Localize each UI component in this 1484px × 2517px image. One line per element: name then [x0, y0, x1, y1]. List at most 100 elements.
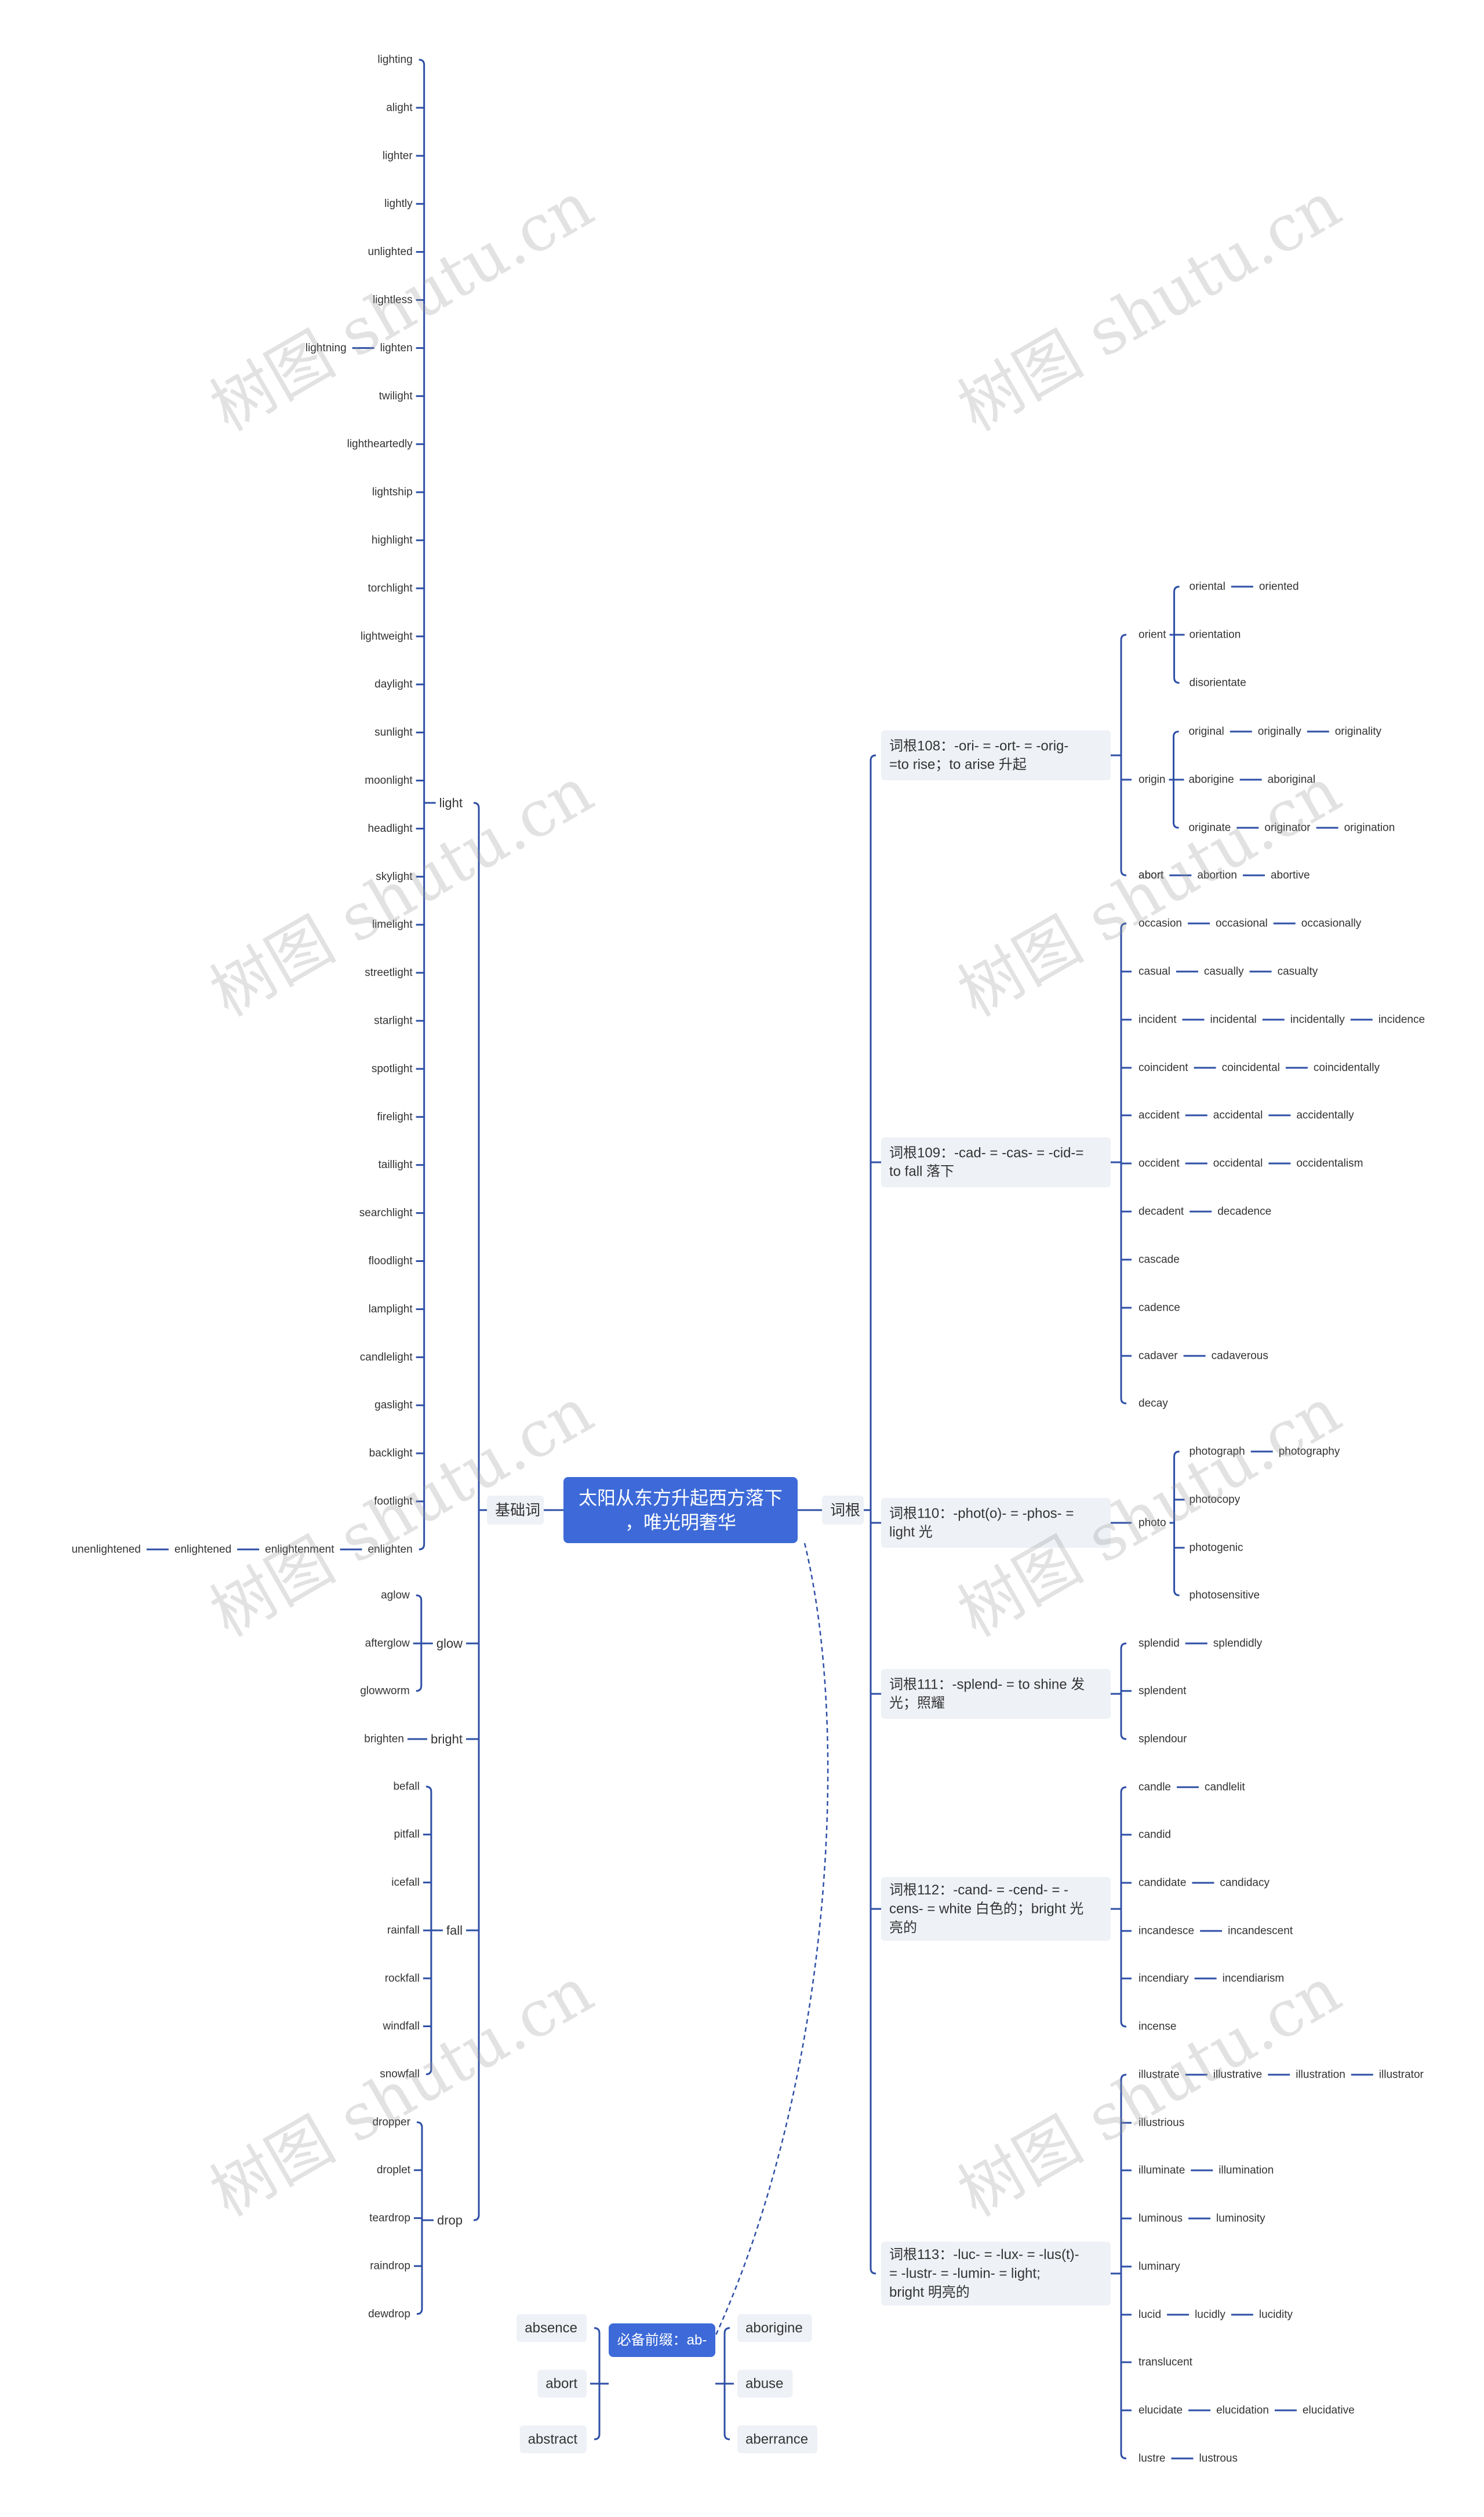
- word-node: occident: [1139, 1158, 1180, 1170]
- root-node-111: [881, 1669, 1111, 1719]
- word-node: abort: [1139, 870, 1164, 882]
- word-node: lucid: [1139, 2309, 1161, 2321]
- word-node: dropper: [372, 2116, 410, 2129]
- word-node: unlighted: [368, 246, 413, 258]
- word-node: candid: [1139, 1829, 1171, 1841]
- prefix-word-node: [737, 2425, 818, 2453]
- word-node: origin: [1139, 774, 1165, 786]
- word-node: sunlight: [374, 726, 413, 739]
- word-node: translucent: [1139, 2356, 1193, 2369]
- word-node: lucidity: [1259, 2309, 1293, 2321]
- word-node: elucidative: [1303, 2405, 1355, 2417]
- bracket-line: [1120, 1786, 1127, 2028]
- prefix-word-node-text: aborigine: [745, 2320, 803, 2336]
- word-node: cascade: [1139, 1254, 1180, 1266]
- word-node: illustrate: [1139, 2069, 1180, 2081]
- category-node-basic-words: [487, 1496, 544, 1525]
- root-node-112-text: 亮的: [889, 1920, 917, 1936]
- word-node: spotlight: [372, 1063, 413, 1075]
- word-node: illustrator: [1379, 2069, 1424, 2081]
- group-node-glow: glow: [437, 1636, 463, 1651]
- word-node: illustrious: [1139, 2117, 1184, 2129]
- word-node: originality: [1335, 726, 1382, 738]
- word-node: headlight: [368, 823, 413, 835]
- root-node-113: [881, 2242, 1111, 2305]
- root-node-110-text: 词根110：-phot(o)- = -phos- =: [889, 1505, 1074, 1521]
- bracket-line: [473, 802, 480, 2221]
- word-node: abort: [1139, 870, 1164, 882]
- word-node: abortive: [1271, 870, 1310, 882]
- word-node: incidental: [1210, 1014, 1257, 1026]
- root-node-113-text: = -lustr- = -lumin- = light;: [889, 2266, 1041, 2282]
- word-node: decadent: [1139, 1206, 1184, 1218]
- word-node: lightship: [372, 486, 413, 499]
- bracket-line: [1172, 730, 1179, 829]
- prefix-word-node: [517, 2314, 587, 2342]
- word-node: alight: [386, 101, 413, 114]
- word-node: incidence: [1378, 1014, 1425, 1026]
- word-node: lightly: [384, 198, 413, 210]
- prefix-topic: [609, 2323, 715, 2357]
- root-node-109: [881, 1137, 1111, 1187]
- word-node: limelight: [372, 919, 413, 931]
- word-node: brighten: [364, 1733, 404, 1745]
- word-node: lustrous: [1199, 2453, 1238, 2465]
- bracket-line: [1120, 634, 1127, 876]
- word-node: illustration: [1296, 2069, 1345, 2081]
- category-node-basic-words-text: 基础词: [495, 1501, 540, 1519]
- group-node-light: light: [439, 796, 463, 810]
- word-node: photo: [1139, 1517, 1166, 1529]
- word-node: casually: [1204, 966, 1244, 978]
- word-node: coincidentally: [1314, 1062, 1380, 1074]
- word-node: originally: [1258, 726, 1301, 738]
- bracket-line: [870, 754, 876, 2275]
- word-node: cadaver: [1139, 1350, 1178, 1362]
- word-node: befall: [393, 1781, 419, 1793]
- word-node: searchlight: [359, 1207, 413, 1219]
- word-node: lightless: [373, 294, 413, 306]
- word-node: decay: [1139, 1398, 1168, 1410]
- group-node-bright: bright: [431, 1732, 463, 1747]
- word-node: elucidate: [1139, 2405, 1183, 2417]
- prefix-word-node: [737, 2370, 793, 2398]
- root-node-109-text: 词根109：-cad- = -cas- = -cid-=: [889, 1145, 1083, 1161]
- word-node: candlelight: [360, 1351, 413, 1363]
- word-node: accidental: [1213, 1110, 1263, 1122]
- word-node: twilight: [379, 390, 413, 402]
- root-node-112: [881, 1877, 1111, 1941]
- word-node: cadaverous: [1212, 1350, 1268, 1362]
- word-node: incandesce: [1139, 1925, 1194, 1937]
- word-node: droplet: [377, 2164, 411, 2176]
- word-node: highlight: [372, 534, 413, 547]
- root-node-109-text: to fall 落下: [889, 1164, 954, 1180]
- word-node: incendiarism: [1223, 1973, 1285, 1985]
- word-node: aglow: [381, 1590, 410, 1602]
- word-node: incendiary: [1139, 1973, 1189, 1985]
- word-node: cadence: [1139, 1302, 1180, 1314]
- word-node: decadence: [1217, 1206, 1271, 1218]
- word-node: splendour: [1139, 1733, 1187, 1745]
- word-node: aboriginal: [1268, 774, 1315, 786]
- word-node: icefall: [391, 1876, 420, 1889]
- word-node: starlight: [374, 1015, 413, 1027]
- prefix-word-node: [737, 2314, 812, 2342]
- word-node: incident: [1139, 1014, 1177, 1026]
- word-node: raindrop: [370, 2260, 410, 2272]
- word-node: illuminate: [1139, 2165, 1185, 2177]
- root-node-112-text: cens- = white 白色的；bright 光: [889, 1901, 1083, 1917]
- word-node: lighter: [383, 150, 413, 162]
- root-node-110-text: light 光: [889, 1525, 933, 1540]
- word-node: occidental: [1213, 1158, 1263, 1170]
- bracket-line: [419, 59, 425, 1551]
- word-node: occasional: [1216, 918, 1268, 930]
- word-node: enlighten: [368, 1543, 413, 1555]
- root-node-108-text: 词根108：-ori- = -ort- = -orig-: [889, 738, 1068, 754]
- word-node: aborigine: [1188, 774, 1234, 786]
- word-node: splendidly: [1213, 1638, 1263, 1650]
- word-node: candlelit: [1205, 1781, 1245, 1794]
- prefix-word-node: [537, 2370, 587, 2398]
- root-node-110: [881, 1498, 1111, 1548]
- word-node: illumination: [1219, 2165, 1274, 2177]
- word-node: lightheartedly: [347, 438, 413, 450]
- word-node: lucidly: [1195, 2309, 1225, 2321]
